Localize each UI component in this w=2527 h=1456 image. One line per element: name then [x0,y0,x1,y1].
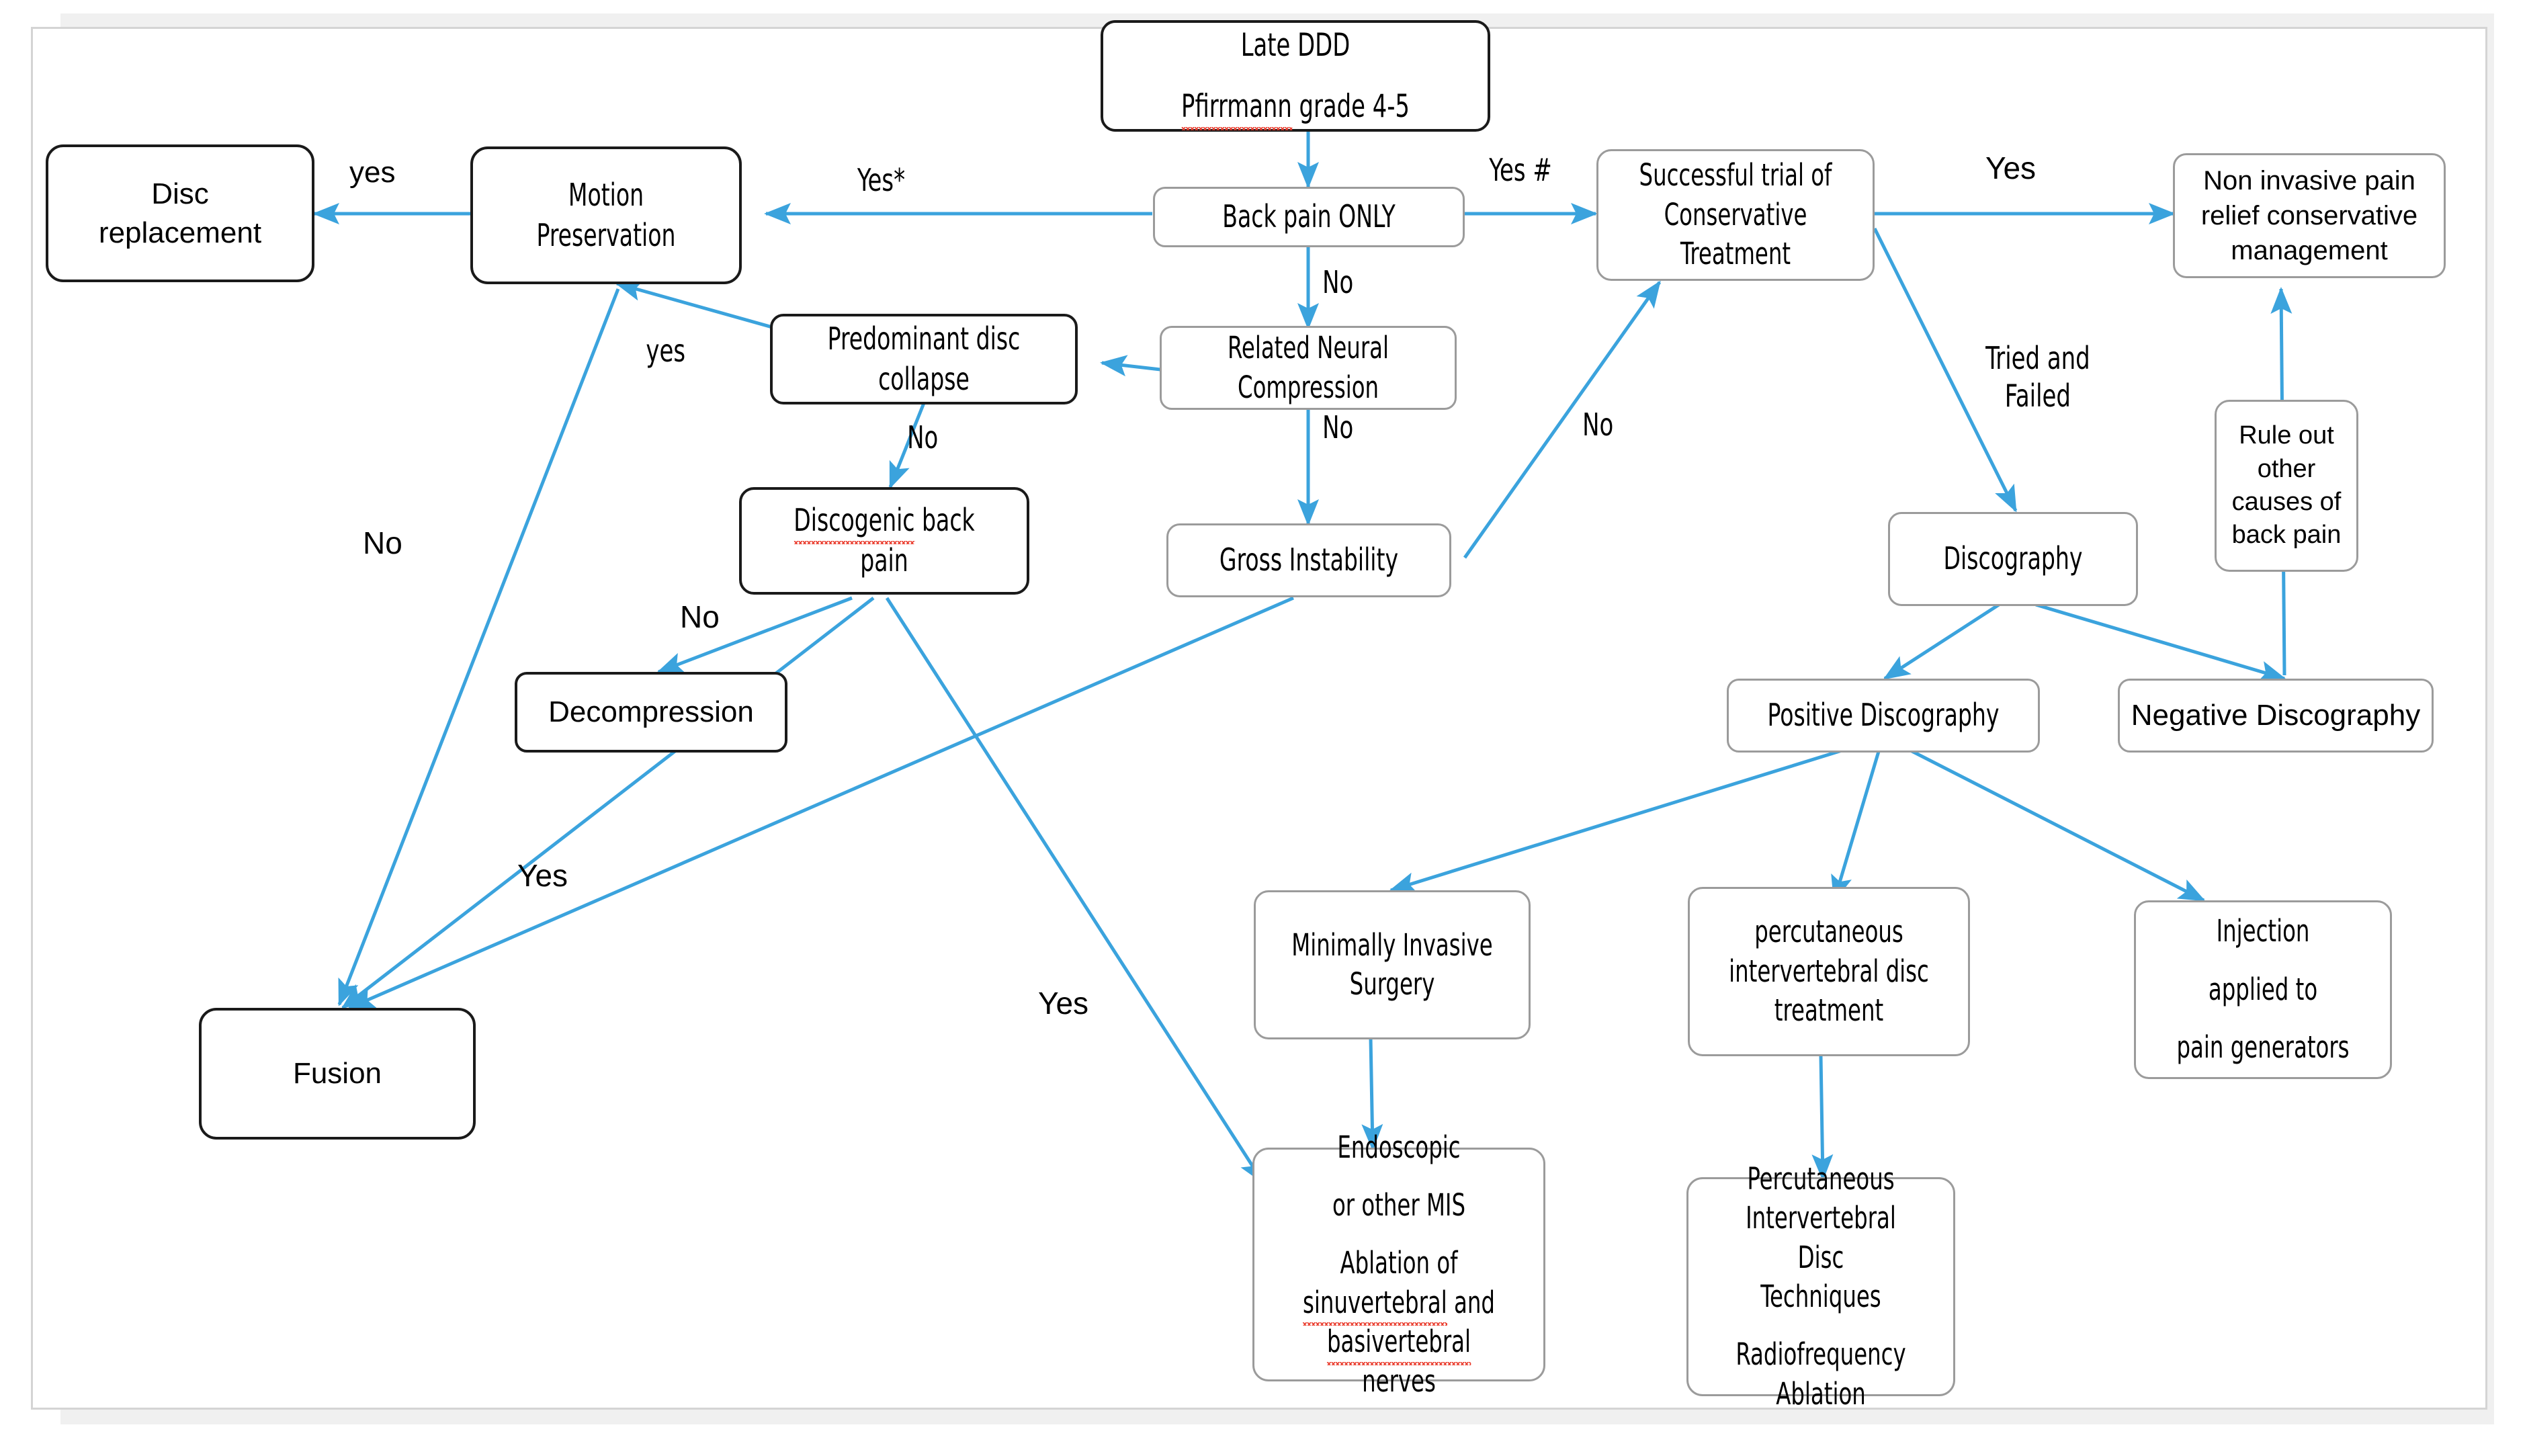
node-non-invasive-line1: Non invasive pain [2203,166,2415,196]
edge-label-motion-pres-yes-star: Yes* [857,162,906,198]
node-back-pain-only-line1: Back pain ONLY [1222,198,1396,235]
node-injection-line1: Injection [2216,913,2310,949]
node-motion-preservation-line2: Preservation [536,216,676,253]
edge-label-discogenic-yes-right: Yes [1038,986,1089,1021]
node-negative-discography[interactable]: Negative Discography [2118,679,2434,753]
node-gross-instability[interactable]: Gross Instability [1166,523,1451,597]
node-percutaneous-ivd-treatment[interactable]: percutaneous intervertebral disc treatme… [1688,887,1970,1056]
node-predominant-collapse-line2: collapse [878,360,970,397]
node-rf-line2: Intervertebral Disc [1746,1200,1896,1275]
node-percutaneous-rf-ablation[interactable]: Percutaneous Intervertebral Disc Techniq… [1686,1161,1955,1412]
node-rf-line4: Radiofrequency [1736,1336,1906,1373]
node-successful-trial-line3: Treatment [1680,236,1791,272]
node-disc-replacement[interactable]: Disc replacement [46,144,314,282]
node-positive-discography-line1: Positive Discography [1767,697,2000,734]
node-percutaneous-ivd-line3: treatment [1774,992,1884,1029]
node-mis-line1: Minimally Invasive [1291,927,1493,963]
node-endoscopic-line2: or other MIS [1332,1187,1466,1223]
node-discography-line1: Discography [1943,540,2083,577]
node-rule-out-line2: other [2257,454,2316,483]
node-motion-preservation-line1: Motion [568,176,644,213]
node-discography[interactable]: Discography [1888,512,2138,606]
edge-label-tried-and-failed: Tried and Failed [1985,340,2090,415]
node-rule-out-line1: Rule out [2239,421,2334,450]
node-rf-line3: Techniques [1760,1279,1881,1315]
node-rf-line1: Percutaneous [1747,1160,1895,1197]
node-rule-out-line4: back pain [2231,521,2342,550]
edge-label-motion-pres-no: No [363,525,402,560]
node-gross-instability-line1: Gross Instability [1219,542,1399,579]
node-endoscopic-line1: Endoscopic [1337,1129,1461,1165]
edge-label-discogenic-no: No [680,599,720,634]
node-non-invasive-management[interactable]: Non invasive pain relief conservative ma… [2173,153,2446,278]
node-neural-compression-line1: Related Neural [1228,330,1389,366]
node-motion-preservation[interactable]: Motion Preservation [470,146,742,284]
node-percutaneous-ivd-line2: intervertebral disc [1729,953,1929,989]
node-decompression-line1: Decompression [548,695,754,729]
node-endoscopic-line5: basivertebral nerves [1326,1324,1471,1399]
node-disc-replacement-line1: Disc [151,177,209,211]
node-back-pain-only[interactable]: Back pain ONLY [1153,187,1465,247]
node-mis-line2: Surgery [1349,966,1435,1002]
node-fusion-line1: Fusion [292,1057,382,1090]
edge-label-gross-instability-yes: Yes [517,858,568,893]
node-late-ddd-line2: Pfirrmann grade 4-5 [1147,86,1444,130]
node-percutaneous-ivd-line1: percutaneous [1754,914,1903,950]
node-predominant-collapse-line1: Predominant disc [827,320,1021,357]
node-successful-trial[interactable]: Successful trial of Conservative Treatme… [1596,149,1875,281]
node-successful-trial-line1: Successful trial of [1639,157,1832,194]
node-disc-replacement-line2: replacement [98,216,262,249]
node-late-ddd-line1: Late DDD [1240,27,1351,65]
node-related-neural-compression[interactable]: Related Neural Compression [1160,326,1457,410]
node-minimally-invasive-surgery[interactable]: Minimally Invasive Surgery [1254,890,1531,1039]
edge-label-predominant-collapse-yes: yes [646,333,686,369]
edge-label-disc-replacement-yes: yes [349,156,396,189]
node-successful-trial-line2: Conservative [1664,196,1807,232]
edge-label-conservative-yes: Yes [1985,151,2037,185]
edge-label-gross-instability-no: No [1582,406,1614,443]
edge-label-back-pain-yes-hash: Yes # [1489,152,1552,188]
node-neural-compression-line2: Compression [1237,369,1379,405]
node-endoscopic-line4: sinuvertebral and [1289,1283,1509,1326]
node-fusion[interactable]: Fusion [199,1008,476,1140]
node-negative-discography-line1: Negative Discography [2131,699,2421,732]
node-injection-pain-generators[interactable]: Injection applied to pain generators [2134,900,2392,1079]
node-rf-line5: Ablation [1776,1375,1866,1412]
node-endoscopic-line3: Ablation of [1340,1245,1458,1281]
node-injection-line3: pain generators [2176,1029,2350,1066]
node-rule-out-line3: causes of [2231,488,2342,516]
node-positive-discography[interactable]: Positive Discography [1727,679,2040,753]
node-decompression[interactable]: Decompression [515,672,787,753]
node-discogenic-back-pain[interactable]: Discogenic back pain [739,487,1029,595]
node-rule-out-other-causes[interactable]: Rule out other causes of back pain [2215,400,2358,572]
node-non-invasive-line3: management [2231,236,2388,265]
edge-label-predominant-collapse-no: No [907,419,939,456]
node-discogenic-line2: pain [860,542,908,579]
node-injection-line2: applied to [2208,971,2318,1007]
node-discogenic-line1: Discogenic back [775,501,992,544]
edge-label-neural-compression-no: No [1322,409,1354,445]
node-late-ddd[interactable]: Late DDD Pfirrmann grade 4-5 [1101,20,1490,132]
node-endoscopic-mis-ablation[interactable]: Endoscopic or other MIS Ablation of sinu… [1252,1129,1545,1399]
node-non-invasive-line2: relief conservative [2200,201,2418,230]
edge-label-back-pain-no: No [1322,264,1354,300]
node-predominant-disc-collapse[interactable]: Predominant disc collapse [770,314,1078,404]
